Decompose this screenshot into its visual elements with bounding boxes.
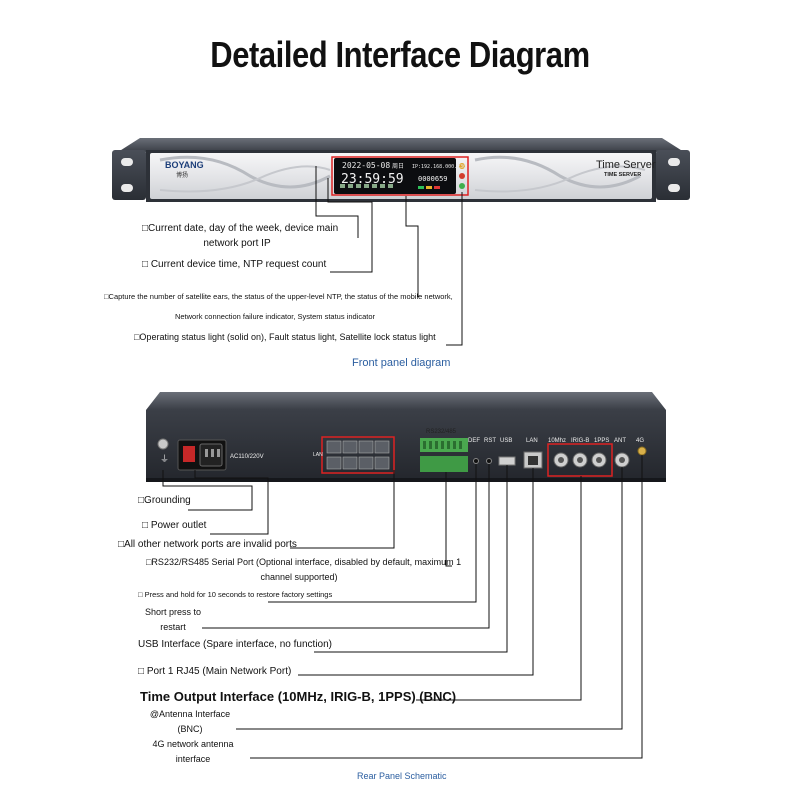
bnc-group-highlight xyxy=(547,443,613,477)
4g-antenna xyxy=(637,446,647,456)
def-label: DEF xyxy=(468,438,480,444)
annotation-line: □Current date, day of the week, device m… xyxy=(142,223,339,234)
device-sublabel: TIME SERVER xyxy=(604,172,641,178)
brand-cn: 博扬 xyxy=(176,171,188,179)
annotation-line: @Antenna Interface xyxy=(149,709,231,719)
annotation-time-ntp: □ Current device time, NTP request count xyxy=(142,257,326,272)
10mhz-label: 10Mhz xyxy=(548,438,566,444)
annotation-line: interface xyxy=(175,754,211,764)
run-led xyxy=(459,163,465,169)
annotation-line: Network connection failure indicator, Sy… xyxy=(174,312,376,321)
lan-block-highlight xyxy=(321,436,395,474)
def-button xyxy=(473,458,479,464)
front-panel xyxy=(112,138,690,202)
annotation-status-lights: □Operating status light (solid on), Faul… xyxy=(134,330,436,345)
lock-led xyxy=(459,183,465,189)
annotation-date-ip: □Current date, day of the week, device m… xyxy=(142,221,339,251)
usb-label: USB xyxy=(500,438,512,444)
annotation-usb: USB Interface (Spare interface, no funct… xyxy=(138,637,332,652)
annotation-line: □ Press and hold for 10 seconds to resto… xyxy=(138,590,333,599)
annotation-line: Short press to xyxy=(144,607,202,617)
annotation-4g-antenna: 4G network antenna interface xyxy=(140,737,246,767)
power-label: AC110/220V xyxy=(230,454,264,460)
display-date: 2022-05-08 xyxy=(342,161,390,170)
annotation-line: □Operating status light (solid on), Faul… xyxy=(134,332,436,342)
front-panel-caption: Front panel diagram xyxy=(352,357,451,369)
annotation-line: network port IP xyxy=(203,238,271,249)
grounding-screw xyxy=(157,438,169,450)
lan-left-label: LAN xyxy=(313,452,323,458)
annotation-serial-port: □RS232/RS485 Serial Port (Optional inter… xyxy=(146,555,462,585)
lan-block xyxy=(326,440,390,470)
irig-label: IRIG-B xyxy=(571,438,589,444)
annotation-line: (BNC) xyxy=(177,724,203,734)
annotation-line: Time Output Interface (10MHz, IRIG-B, 1P… xyxy=(140,689,457,704)
rs-label: RS232/485 xyxy=(426,429,457,435)
annotation-power-outlet: □ Power outlet xyxy=(142,518,206,533)
rear-panel: ⏚ xyxy=(146,392,666,482)
page-title: Detailed Interface Diagram xyxy=(210,34,590,75)
annotation-line: 4G network antenna xyxy=(152,739,234,749)
usb-port xyxy=(498,456,516,466)
annotation-status-indicators: □Capture the number of satellite ears, t… xyxy=(104,287,453,327)
annotation-main-lan: □ Port 1 RJ45 (Main Network Port) xyxy=(138,664,291,679)
annotation-line: □ Current device time, NTP request count xyxy=(142,259,327,270)
annotation-factory-reset: □ Press and hold for 10 seconds to resto… xyxy=(138,587,332,602)
display-weekday: 周日 xyxy=(392,163,404,170)
annotation-line: □Capture the number of satellite ears, t… xyxy=(104,292,453,301)
brand-logo: BOYANG xyxy=(165,160,204,170)
rst-button xyxy=(486,458,492,464)
pps-label: 1PPS xyxy=(594,438,609,444)
power-switch xyxy=(183,446,195,462)
annotation-line: □RS232/RS485 Serial Port (Optional inter… xyxy=(146,557,462,567)
rs-terminal-bottom xyxy=(420,456,468,472)
display-ip: IP:192.168.000.230 xyxy=(412,164,466,170)
display-time: 23:59:59 xyxy=(341,172,404,187)
annotation-line: □ Port 1 RJ45 (Main Network Port) xyxy=(138,666,292,677)
rack-ear-right xyxy=(656,150,690,200)
rear-leader-lines xyxy=(162,455,643,759)
rack-ear-left xyxy=(112,150,146,200)
rear-panel-caption: Rear Panel Schematic xyxy=(357,771,447,781)
display-highlight xyxy=(331,156,469,196)
annotation-line: □ Power outlet xyxy=(142,520,207,531)
rst-label: RST xyxy=(484,438,496,444)
bnc-connectors xyxy=(553,452,630,468)
annotation-grounding: □Grounding xyxy=(138,493,191,508)
annotation-line: □Grounding xyxy=(138,495,191,506)
annotation-time-output: Time Output Interface (10MHz, IRIG-B, 1P… xyxy=(140,689,456,704)
ant-label: ANT xyxy=(614,438,626,444)
front-leader-lines xyxy=(315,166,463,346)
annotation-line: □All other network ports are invalid por… xyxy=(118,539,297,550)
annotation-restart: Short press to restart xyxy=(138,605,208,635)
fault-led xyxy=(459,173,465,179)
annotation-line: USB Interface (Spare interface, no funct… xyxy=(138,639,332,650)
4g-label: 4G xyxy=(636,438,644,444)
grounding-icon: ⏚ xyxy=(160,454,169,465)
display-count: 0000659 xyxy=(418,175,448,183)
annotation-invalid-ports: □All other network ports are invalid por… xyxy=(118,537,297,552)
annotation-line: channel supported) xyxy=(260,572,338,582)
annotation-antenna: @Antenna Interface (BNC) xyxy=(140,707,240,737)
device-label: Time Server xyxy=(596,159,656,171)
annotation-line: restart xyxy=(160,622,186,632)
lan-label: LAN xyxy=(526,438,538,444)
